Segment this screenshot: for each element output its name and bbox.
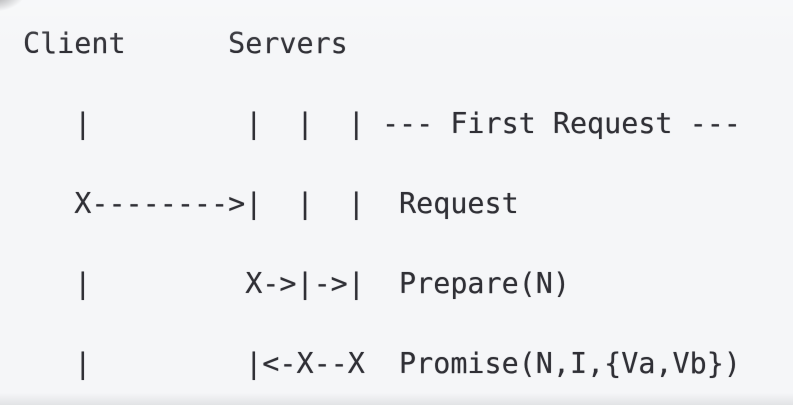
diagram-line-request: X-------->| | | Request: [23, 187, 519, 220]
diagram-line-prepare: | X->|->| Prepare(N): [23, 267, 570, 300]
corner-artifact: [0, 0, 26, 12]
diagram-line-actors-header: Client Servers: [23, 27, 348, 60]
diagram-line-first-request-section: | | | | --- First Request ---: [23, 107, 741, 140]
diagram-line-promise: | |<-X--X Promise(N,I,{Va,Vb}): [23, 347, 741, 380]
paxos-ascii-diagram: Client Servers | | | | --- First Request…: [23, 24, 741, 405]
